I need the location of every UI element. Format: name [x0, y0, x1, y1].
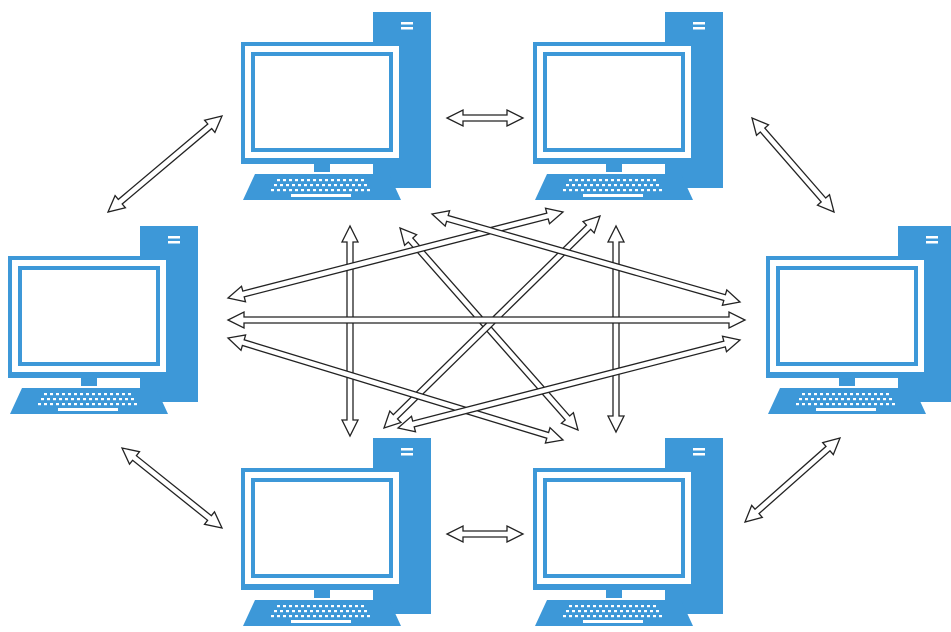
bidirectional-arrow-top-right-to-bottom-right	[606, 224, 626, 434]
bidirectional-arrow-bottom-left-to-bottom-right	[445, 524, 525, 544]
bidirectional-arrow-middle-left-to-bottom-left	[120, 447, 224, 529]
bidirectional-arrow-top-left-to-middle-left	[106, 115, 224, 213]
computer-icon-bottom-left	[241, 438, 431, 626]
bidirectional-arrow-top-left-to-bottom-left	[340, 224, 360, 438]
bidirectional-arrow-middle-right-to-bottom-right	[743, 437, 842, 523]
computer-icon-middle-right	[766, 226, 951, 414]
bidirectional-arrow-bottom-left-to-middle-right	[396, 335, 742, 433]
computer-icon-top-left	[241, 12, 431, 200]
computer-icon-top-right	[533, 12, 723, 200]
bidirectional-arrow-middle-left-to-top-right	[226, 207, 565, 303]
bidirectional-arrow-top-left-to-middle-right	[430, 209, 742, 307]
bidirectional-arrow-middle-left-to-bottom-right	[226, 334, 565, 444]
links-layer	[106, 108, 842, 544]
computer-icon-middle-left	[8, 226, 198, 414]
bidirectional-arrow-middle-left-to-middle-right	[226, 310, 747, 330]
bidirectional-arrow-top-right-to-middle-right	[751, 116, 835, 214]
bidirectional-arrow-top-left-to-top-right	[445, 108, 525, 128]
computer-icon-bottom-right	[533, 438, 723, 626]
